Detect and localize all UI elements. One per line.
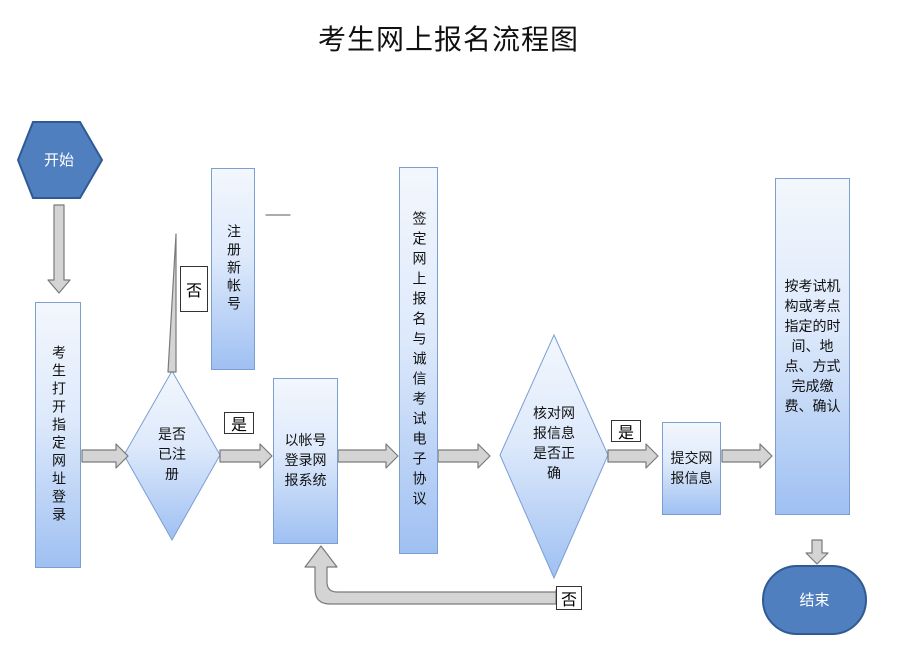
arrow-decision-yes-to-system — [219, 443, 273, 469]
registered-decision — [123, 369, 221, 542]
register-label: 注册新帐号 — [225, 224, 241, 314]
yes-correct-label: 是 — [611, 420, 641, 442]
agreement-label: 签定网上报名与诚信考试电子协议 — [410, 210, 427, 511]
submit-label: 提交网报信息 — [670, 450, 713, 487]
agreement-box: 签定网上报名与诚信考试电子协议 — [399, 167, 438, 554]
verify-question-label: 核对网报信息是否正确 — [533, 406, 575, 482]
registered-question-label: 是否已注册 — [158, 427, 186, 483]
confirm-box: 按考试机构或考点指定的时间、地点、方式完成缴费、确认 — [775, 178, 850, 515]
start-terminal — [16, 121, 104, 199]
arrow-submit-to-confirm — [721, 443, 773, 469]
login-system-box: 以帐号登录网报系统 — [273, 378, 338, 544]
verify-decision — [499, 333, 609, 580]
arrow-start-to-login — [47, 204, 71, 294]
no-register-label: 否 — [180, 266, 208, 312]
arrow-decision-no-to-register — [167, 233, 177, 373]
arrow-system-to-agreement — [337, 443, 399, 469]
login-system-label: 以帐号登录网报系统 — [284, 433, 327, 489]
login-site-label: 考生打开指定网址登录 — [50, 345, 66, 525]
end-label: 结束 — [799, 591, 830, 609]
arrow-verify-no-loop — [304, 545, 557, 605]
confirm-label: 按考试机构或考点指定的时间、地点、方式完成缴费、确认 — [784, 278, 841, 415]
no-correct-label: 否 — [556, 586, 582, 610]
login-site-box: 考生打开指定网址登录 — [35, 302, 81, 568]
arrow-confirm-to-end — [805, 539, 829, 565]
arrow-login-to-decision — [81, 443, 129, 469]
arrow-verify-yes-to-submit — [607, 443, 659, 469]
submit-box: 提交网报信息 — [662, 422, 721, 515]
end-terminal — [762, 565, 867, 635]
arrow-agreement-to-verify — [437, 443, 491, 469]
start-label: 开始 — [43, 151, 74, 169]
register-box: 注册新帐号 — [211, 168, 255, 370]
page-title: 考生网上报名流程图 — [317, 23, 579, 56]
yes-registered-label: 是 — [224, 412, 254, 434]
